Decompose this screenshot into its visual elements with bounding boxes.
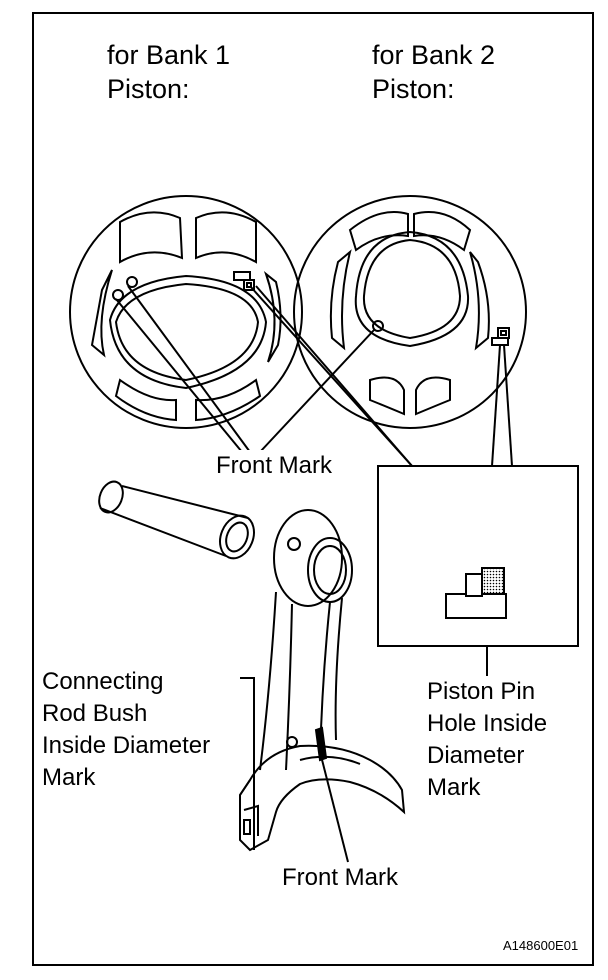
pin-hole-mark-label-line3: Diameter <box>427 742 525 769</box>
piston-pin <box>98 480 255 560</box>
pin-hole-detail-box <box>377 465 579 647</box>
bank1-heading-line1: for Bank 1 <box>107 40 231 70</box>
front-mark-piston-label: Front Mark <box>214 450 335 482</box>
bank2-piston <box>293 195 527 429</box>
bush-mark-label-line3: Inside Diameter <box>42 732 211 759</box>
bank1-piston <box>69 195 303 429</box>
bush-mark-label-line1: Connecting <box>42 668 164 695</box>
pin-hole-mark-label-line4: Mark <box>427 774 481 801</box>
pin-hole-mark-label-line2: Hole Inside <box>427 710 548 737</box>
figure-code: A148600E01 <box>503 938 579 953</box>
bank2-heading-line2: Piston: <box>372 74 455 104</box>
figure-frame <box>32 12 594 966</box>
bank1-heading-line2: Piston: <box>107 74 190 104</box>
pin-hole-mark-label-line1: Piston Pin <box>427 678 536 705</box>
front-mark-rod-label: Front Mark <box>282 864 399 891</box>
bank2-heading-line1: for Bank 2 <box>372 40 496 70</box>
bush-mark-label-line4: Mark <box>42 764 96 791</box>
bush-mark-label-line2: Rod Bush <box>42 700 148 727</box>
connecting-rod <box>239 509 406 852</box>
